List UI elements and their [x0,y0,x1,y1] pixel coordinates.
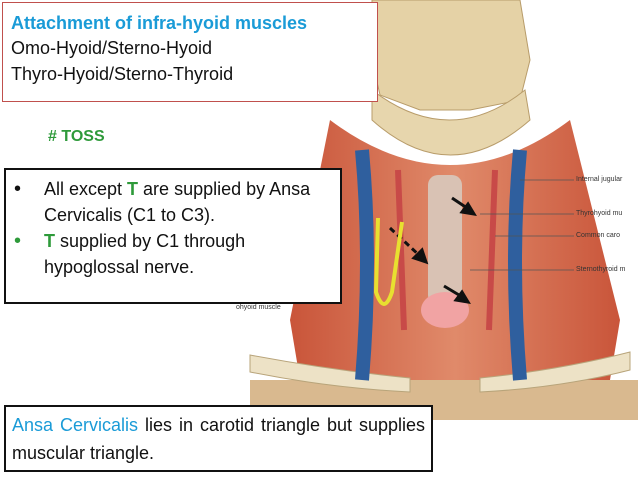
ansa-cervicalis-term: Ansa Cervicalis [12,415,139,435]
bullet-2-t: T [44,231,55,251]
bullet-2-post: supplied by C1 through hypoglossal nerve… [44,231,246,277]
bullet-dot: • [14,230,22,252]
title-line-3: Thyro-Hyoid/Sterno-Thyroid [11,64,234,84]
title-heading: Attachment of infra-hyoid muscles [11,13,308,33]
bottom-note-box: Ansa Cervicalis lies in carotid triangle… [4,405,433,472]
toss-label: # TOSS [48,128,105,145]
bullet-2: • T supplied by C1 through hypoglossal n… [14,228,334,280]
title-box: Attachment of infra-hyoid muscles Omo-Hy… [2,2,378,102]
title-line-2: Omo-Hyoid/Sterno-Hyoid [11,38,213,58]
bullet-1-post: are supplied by Ansa Cervicalis (C1 to C… [44,179,311,225]
bottom-note-text: lies in carotid triangle but supplies mu… [12,415,425,463]
bullet-box: • All except T are supplied by Ansa Cerv… [4,168,342,304]
bullet-1-pre: All except [44,179,128,199]
label-internal-jugular: Internal jugular [576,176,623,183]
label-common-carotid: Common caro [576,232,620,239]
label-sternothyroid: Sternothyroid m [576,266,626,273]
label-omohyoid: ohyoid muscle [236,304,281,311]
bullet-1-t: T [127,179,139,199]
bullet-1: • All except T are supplied by Ansa Cerv… [14,176,334,228]
label-thyrohyoid: Thyrohyoid mu [576,210,623,217]
bullet-dot: • [14,178,22,200]
